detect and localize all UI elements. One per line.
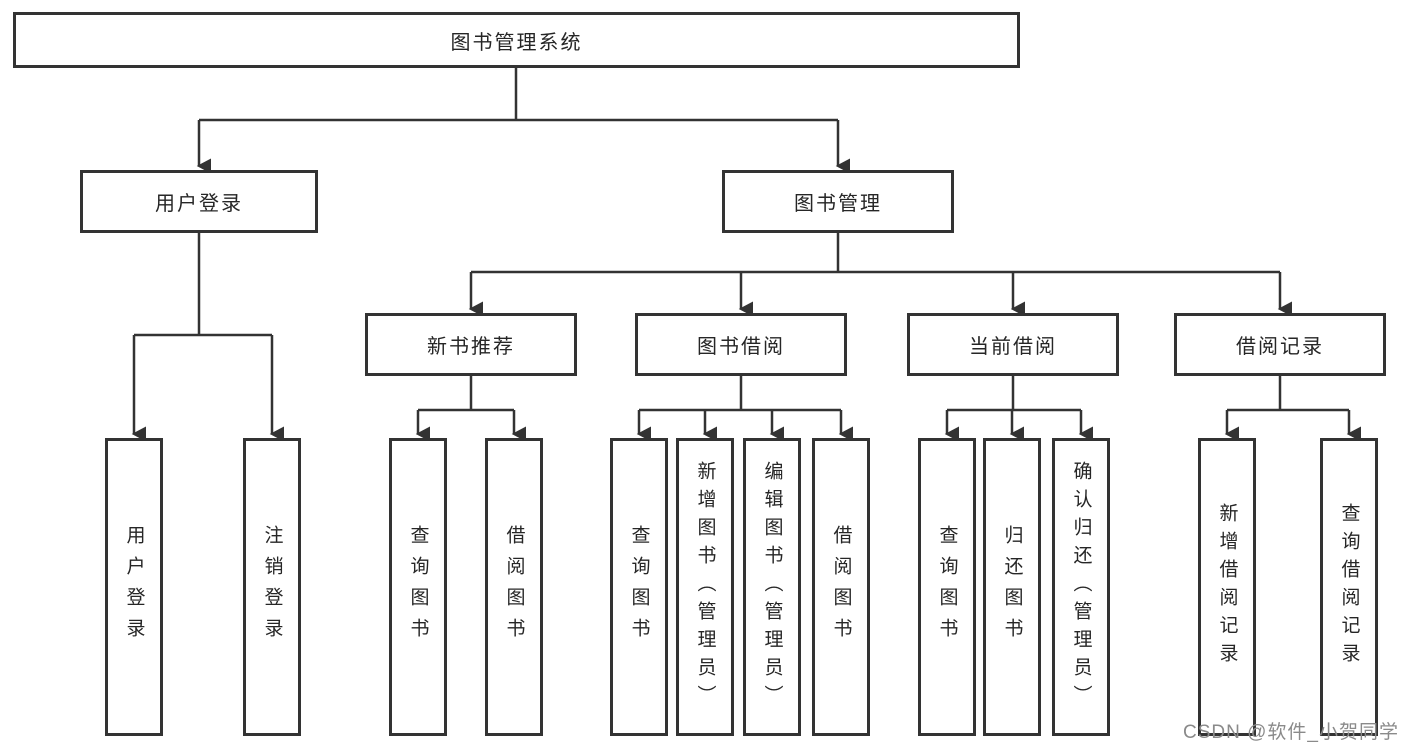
- leaf-add-books-admin-label: 新增图书（管理员）: [694, 461, 716, 713]
- leaf-query-books-recommend: 查询图书: [389, 438, 447, 736]
- leaf-user-login-label: 用户登录: [123, 525, 145, 649]
- leaf-return-books: 归还图书: [983, 438, 1041, 736]
- leaf-borrow-books: 借阅图书: [812, 438, 870, 736]
- node-root-label: 图书管理系统: [450, 31, 583, 54]
- leaf-add-borrow-record-label: 新增借阅记录: [1216, 503, 1238, 671]
- leaf-borrow-books-recommend-label: 借阅图书: [503, 525, 525, 649]
- leaf-borrow-books-recommend: 借阅图书: [485, 438, 543, 736]
- leaf-edit-books-admin: 编辑图书（管理员）: [743, 438, 801, 736]
- leaf-return-books-label: 归还图书: [1001, 525, 1023, 649]
- node-new-book-recommend: 新书推荐: [365, 313, 577, 376]
- leaf-confirm-return-admin-label: 确认归还（管理员）: [1070, 461, 1092, 713]
- node-borrow-record-label: 借阅记录: [1236, 336, 1324, 358]
- leaf-query-borrow-record-label: 查询借阅记录: [1338, 503, 1360, 671]
- leaf-logout: 注销登录: [243, 438, 301, 736]
- node-root-system: 图书管理系统: [13, 12, 1020, 68]
- leaf-add-borrow-record: 新增借阅记录: [1198, 438, 1256, 736]
- leaf-query-books-current: 查询图书: [918, 438, 976, 736]
- csdn-watermark: CSDN @软件_小贺同学: [1183, 722, 1399, 743]
- node-borrow-record: 借阅记录: [1174, 313, 1386, 376]
- node-current-borrow: 当前借阅: [907, 313, 1119, 376]
- leaf-query-books-borrow: 查询图书: [610, 438, 668, 736]
- node-current-borrow-label: 当前借阅: [969, 336, 1057, 358]
- leaf-logout-label: 注销登录: [261, 525, 283, 649]
- leaf-query-borrow-record: 查询借阅记录: [1320, 438, 1378, 736]
- leaf-query-books-current-label: 查询图书: [936, 525, 958, 649]
- leaf-query-books-borrow-label: 查询图书: [628, 525, 650, 649]
- leaf-user-login: 用户登录: [105, 438, 163, 736]
- leaf-add-books-admin: 新增图书（管理员）: [676, 438, 734, 736]
- node-new-book-recommend-label: 新书推荐: [427, 336, 515, 358]
- node-book-borrow: 图书借阅: [635, 313, 847, 376]
- leaf-borrow-books-label: 借阅图书: [830, 525, 852, 649]
- node-book-manage: 图书管理: [722, 170, 954, 233]
- leaf-query-books-recommend-label: 查询图书: [407, 525, 429, 649]
- node-book-borrow-label: 图书借阅: [697, 336, 785, 358]
- leaf-edit-books-admin-label: 编辑图书（管理员）: [761, 461, 783, 713]
- node-user-login: 用户登录: [80, 170, 318, 233]
- node-book-manage-label: 图书管理: [794, 193, 882, 215]
- leaf-confirm-return-admin: 确认归还（管理员）: [1052, 438, 1110, 736]
- node-user-login-label: 用户登录: [155, 193, 243, 215]
